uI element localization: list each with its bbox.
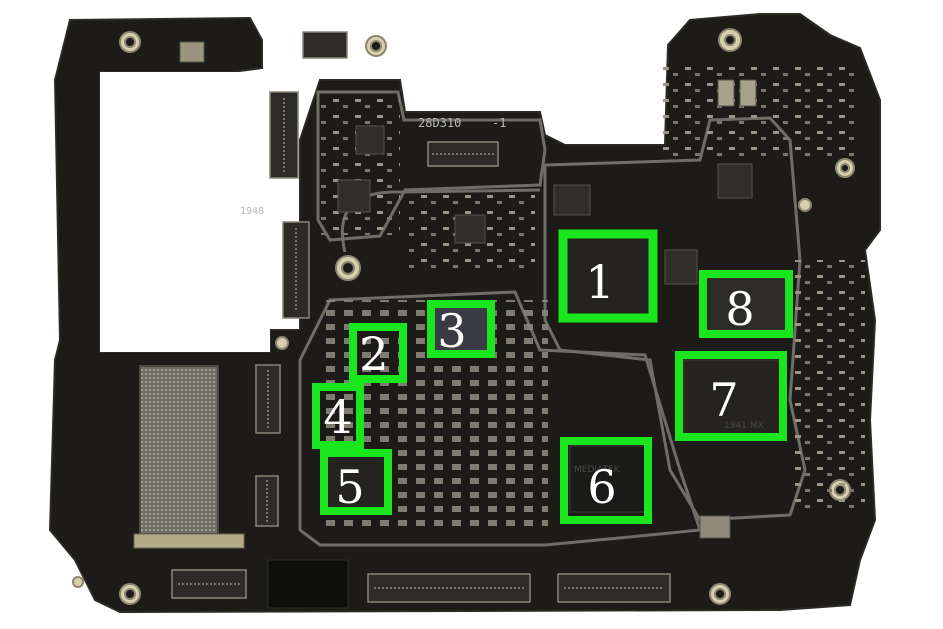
chip-1-package	[562, 233, 654, 319]
misc-chips	[179, 41, 757, 539]
callout-1-label: 1	[585, 255, 614, 309]
callout-7-box	[675, 351, 787, 441]
soc-chip-marking: MEDIATEK	[574, 465, 621, 475]
callout-4-box	[312, 383, 364, 449]
silkscreen-board-id: 28D310	[418, 116, 461, 130]
callout-2: 2	[349, 323, 407, 383]
callout-8-label: 8	[725, 282, 754, 336]
callout-8-box	[699, 270, 793, 338]
chip-8-package	[704, 277, 790, 331]
callout-4: 4	[312, 383, 364, 449]
passives-right-area	[660, 60, 860, 160]
callout-3-box	[427, 300, 495, 358]
chip-5-package	[325, 455, 387, 509]
passives-top-area	[320, 95, 400, 235]
mounting-holes	[72, 28, 855, 605]
mesh-shield	[139, 365, 219, 535]
callout-1: 1	[558, 229, 658, 323]
tape-patch	[267, 559, 349, 609]
silkscreen-date: 1948	[240, 206, 264, 217]
callout-2-box	[349, 323, 407, 383]
chip-7-marking: 1941 MX	[724, 421, 764, 431]
callout-5-box	[320, 449, 392, 515]
callout-2-label: 2	[359, 327, 388, 381]
callout-5: 5	[320, 449, 392, 515]
mesh-shield-bracket	[133, 533, 245, 549]
passives-rf-area	[795, 260, 865, 510]
connector-pins	[178, 98, 664, 589]
callout-6-label: 6	[587, 460, 616, 514]
silkscreen-revision: -1	[492, 116, 506, 130]
callout-7: 7	[675, 351, 787, 441]
callout-4-label: 4	[323, 390, 352, 444]
soc-chip	[569, 445, 647, 513]
callout-3-label: 3	[437, 304, 466, 358]
callout-6: 6	[560, 437, 652, 524]
callout-7-label: 7	[709, 373, 738, 427]
board-cutout	[100, 72, 270, 352]
callout-6-box	[560, 437, 652, 524]
callout-1-box	[558, 229, 658, 323]
callout-8: 8	[699, 270, 793, 338]
callout-3: 3	[427, 300, 495, 358]
callout-5-label: 5	[335, 460, 364, 514]
